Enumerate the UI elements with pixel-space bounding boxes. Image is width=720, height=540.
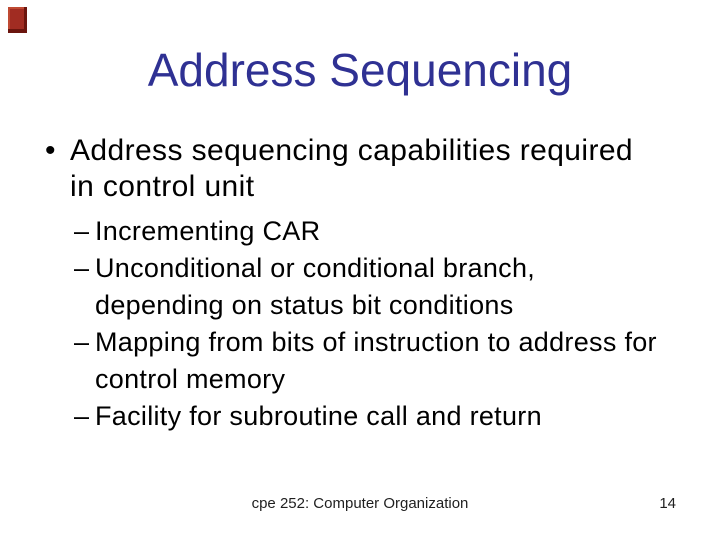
corner-accent-decoration [8,7,27,33]
sub-bullet-line: Facility for subroutine call and return [95,401,542,431]
footer-course-label: cpe 252: Computer Organization [251,495,469,512]
sub-bullet-item: – Mapping from bits of instruction to ad… [74,324,657,398]
bullet-line: in control unit [70,170,255,203]
bullet-line: Address sequencing capabilities required [70,134,634,167]
sub-bullet-text: Facility for subroutine call and return [95,398,542,435]
sub-bullet-item: – Facility for subroutine call and retur… [74,398,657,435]
dash-marker: – [74,216,90,246]
sub-bullet-line: depending on status bit conditions [95,290,514,320]
bullet-item: • Address sequencing capabilities requir… [45,133,633,205]
slide-title: Address Sequencing [147,44,573,96]
sub-bullet-item: – Unconditional or conditional branch, d… [74,250,657,324]
page-number: 14 [659,495,676,512]
sub-bullet-line: Unconditional or conditional branch, [95,253,536,283]
sub-bullet-list: – Incrementing CAR – Unconditional or co… [74,213,657,435]
sub-bullet-line: Incrementing CAR [95,216,321,246]
sub-bullet-text: Mapping from bits of instruction to addr… [95,324,657,398]
sub-bullet-text: Incrementing CAR [95,213,320,250]
dash-marker: – [74,327,90,357]
slide-footer: cpe 252: Computer Organization 14 [0,494,720,514]
sub-bullet-line: control memory [95,364,286,394]
dash-marker: – [74,253,90,283]
bullet-dot-marker: • [45,134,56,167]
sub-bullet-line: Mapping from bits of instruction to addr… [95,327,657,357]
sub-bullet-text: Unconditional or conditional branch, dep… [95,250,535,324]
dash-marker: – [74,401,90,431]
bullet-text: Address sequencing capabilities required… [70,133,633,205]
sub-bullet-item: – Incrementing CAR [74,213,657,250]
